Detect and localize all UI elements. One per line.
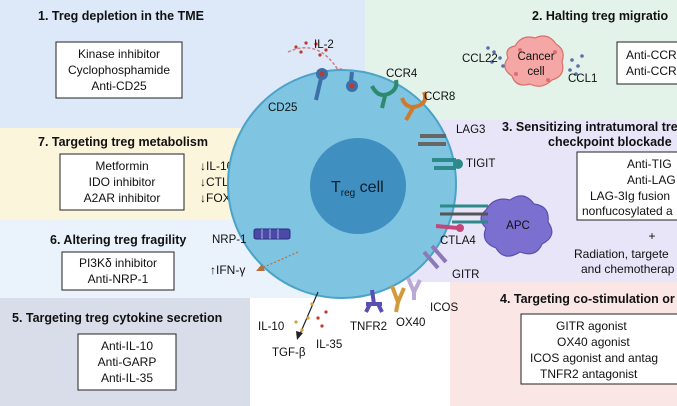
apc-label: APC (506, 220, 530, 232)
icos-receptor (406, 277, 422, 300)
section-7-title: 7. Targeting treg metabolism (38, 135, 208, 149)
s5-item: Anti-IL-35 (101, 371, 153, 385)
s6-item: Anti-NRP-1 (88, 272, 149, 286)
cytokine-arrows (294, 291, 328, 340)
lag3-label: LAG3 (456, 124, 485, 136)
ccr8-label: CCR8 (424, 91, 455, 103)
ccl22-label: CCL22 (462, 53, 498, 65)
il35-label: IL-35 (316, 339, 342, 351)
tnfr2-label: TNFR2 (350, 321, 387, 333)
nrp1-label: NRP-1 (212, 234, 247, 246)
apc-cell (480, 195, 553, 257)
s3-combo: Radiation, targete (574, 247, 669, 261)
s3-combo: and chemotherap (581, 262, 675, 276)
s4-item: ICOS agonist and antag (530, 351, 658, 365)
s5-item: Anti-GARP (98, 355, 157, 369)
s7-item: Metformin (95, 159, 148, 173)
s1-item: Anti-CD25 (91, 79, 147, 93)
icos-label: ICOS (430, 302, 458, 314)
cancer-cell (504, 35, 564, 87)
lag3-receptor (418, 134, 446, 146)
section-6-title: 6. Altering treg fragility (50, 233, 186, 247)
s7-item: IDO inhibitor (89, 175, 156, 189)
tnfr2-receptor (364, 289, 384, 313)
cancer-cell-label: cell (527, 66, 544, 78)
section-5-box (77, 333, 177, 391)
s4-item: GITR agonist (556, 319, 627, 333)
s7-item: A2AR inhibitor (84, 191, 161, 205)
s3-plus: + (648, 229, 655, 243)
ifn-arrow (256, 251, 299, 271)
s3-item: Anti-TIG (627, 157, 672, 171)
s4-item: OX40 agonist (557, 335, 630, 349)
treg-cell-label: Treg cell (331, 179, 384, 199)
section-3-title-line1: 3. Sensitizing intratumoral tre (502, 120, 677, 134)
section-6-box (61, 251, 175, 291)
il2-label: IL-2 (314, 39, 334, 51)
tigit-label: TIGIT (466, 158, 495, 170)
section-1-title: 1. Treg depletion in the TME (38, 9, 204, 23)
s2-item: Anti-CCR (626, 48, 677, 62)
metabolism-effect: ↓IL-10 (200, 159, 234, 173)
ctla4-receptor (435, 224, 464, 232)
section-7-box (59, 153, 185, 211)
s6-item: PI3Kδ inhibitor (79, 256, 157, 270)
section-5-title: 5. Targeting treg cytokine secretion (12, 311, 222, 325)
s3-item: Anti-LAG (627, 173, 676, 187)
cancer-cell-label: Cancer (517, 51, 554, 63)
section-3-title-line2: checkpoint blockade (548, 135, 672, 149)
s5-item: Anti-IL-10 (101, 339, 153, 353)
cd25-label: CD25 (268, 102, 297, 114)
ox40-label: OX40 (396, 317, 425, 329)
apc-synapse (440, 204, 488, 224)
s3-item: nonfucosylated a (582, 204, 673, 218)
s4-item: TNFR2 antagonist (540, 367, 638, 381)
section-3-box (576, 151, 677, 221)
treg-cell (227, 69, 457, 299)
gitr-label: GITR (452, 269, 479, 281)
nrp1-receptor (253, 228, 291, 240)
section-1-box (55, 41, 183, 99)
tigit-receptor (432, 158, 463, 170)
il10-label: IL-10 (258, 321, 284, 333)
chemokine-dots (486, 46, 584, 76)
s3-item: LAG-3Ig fusion (590, 189, 670, 203)
ccl1-label: CCL1 (568, 73, 597, 85)
section-2-box (616, 41, 677, 85)
section-4-box (520, 313, 677, 385)
ctla4-label: CTLA4 (440, 235, 476, 247)
tgfb-label: TGF-β (272, 347, 306, 359)
s1-item: Kinase inhibitor (78, 47, 160, 61)
ifn-effect: ↑IFN-γ (210, 263, 245, 277)
ccr8-receptor (400, 91, 428, 122)
ccr4-receptor (370, 79, 399, 109)
ox40-receptor (390, 285, 406, 313)
section-2-title: 2. Halting treg migratio (532, 9, 668, 23)
ccr4-label: CCR4 (386, 68, 418, 80)
section-4-title: 4. Targeting co-stimulation or (500, 292, 675, 306)
cd25-receptor (314, 68, 358, 101)
s2-item: Anti-CCR (626, 64, 677, 78)
s1-item: Cyclophosphamide (68, 63, 170, 77)
gitr-receptor (422, 244, 448, 270)
